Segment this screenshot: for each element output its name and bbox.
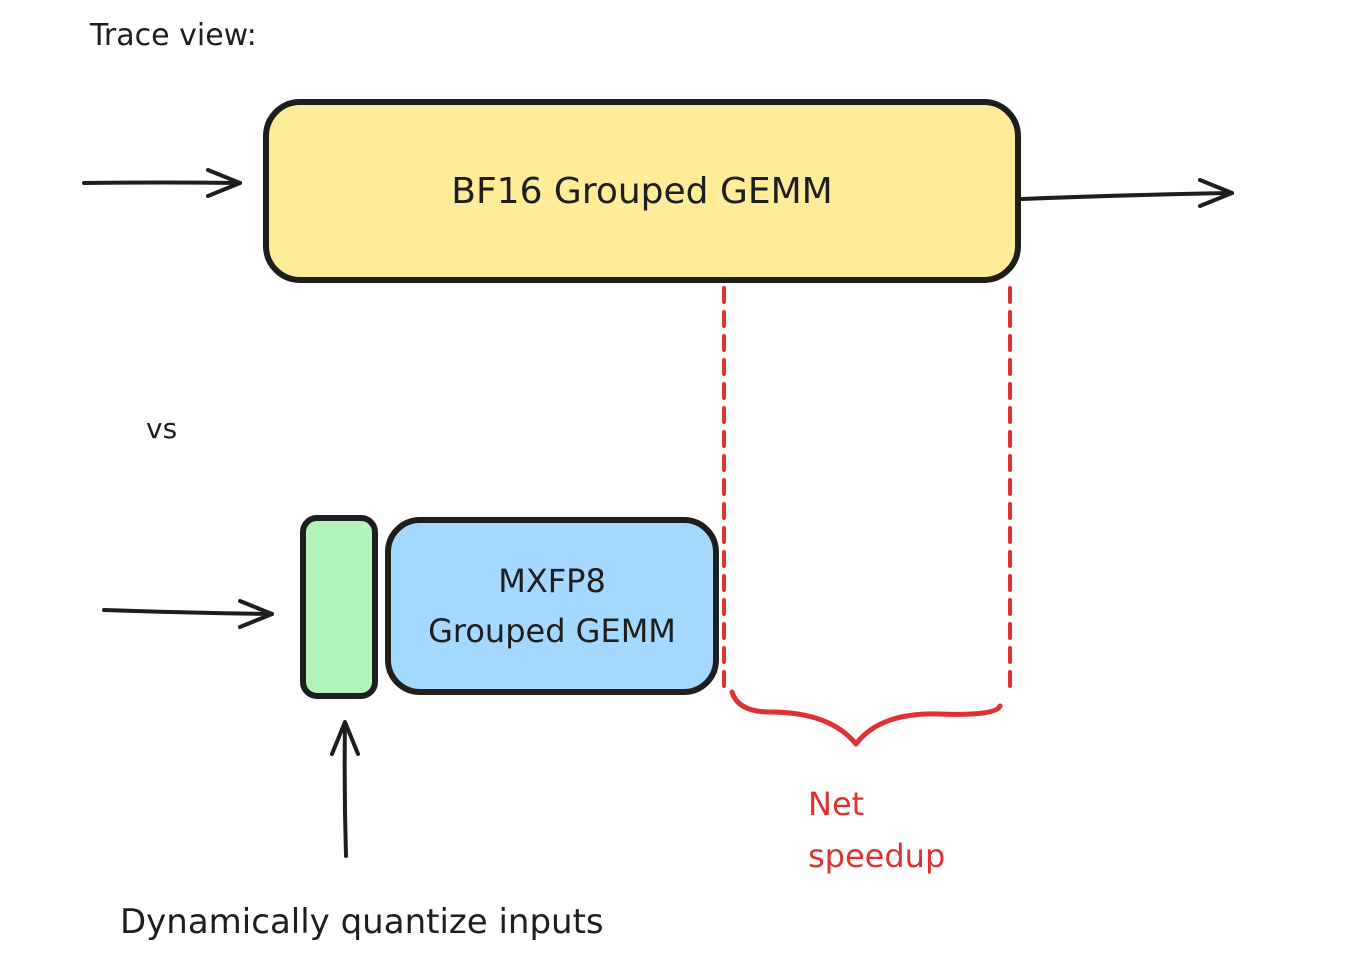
speedup-annotation: Net speedup (808, 778, 945, 882)
quantize-pointer-arrowhead-icon (330, 720, 360, 756)
quantize-pointer-arrow (342, 722, 348, 858)
mxfp8-gemm-label-line1: MXFP8 (498, 562, 606, 600)
bf16-output-arrow (1020, 191, 1234, 201)
mxfp8-gemm-box (385, 517, 719, 695)
comparison-label: vs (146, 412, 178, 445)
mxfp8-gemm-label-line2: Grouped GEMM (428, 612, 676, 650)
speedup-annotation-line2: speedup (808, 837, 946, 875)
quantize-box (300, 515, 378, 699)
bf16-input-arrow (82, 180, 242, 185)
bf16-gemm-box (263, 99, 1021, 283)
speedup-annotation-line1: Net (808, 785, 865, 823)
bf16-gemm-label: BF16 Grouped GEMM (451, 170, 833, 212)
speedup-brace-icon (729, 689, 1003, 747)
mxfp8-input-arrow (102, 608, 274, 616)
mxfp8-input-arrowhead-icon (238, 599, 274, 629)
bf16-input-arrowhead-icon (206, 168, 242, 198)
mxfp8-gemm-label-wrapper: MXFP8 Grouped GEMM (388, 520, 716, 692)
diagram-title: Trace view: (90, 18, 257, 53)
bf16-gemm-label-wrapper: BF16 Grouped GEMM (266, 102, 1018, 280)
quantize-caption: Dynamically quantize inputs (120, 902, 604, 942)
bf16-output-arrowhead-icon (1198, 178, 1234, 208)
